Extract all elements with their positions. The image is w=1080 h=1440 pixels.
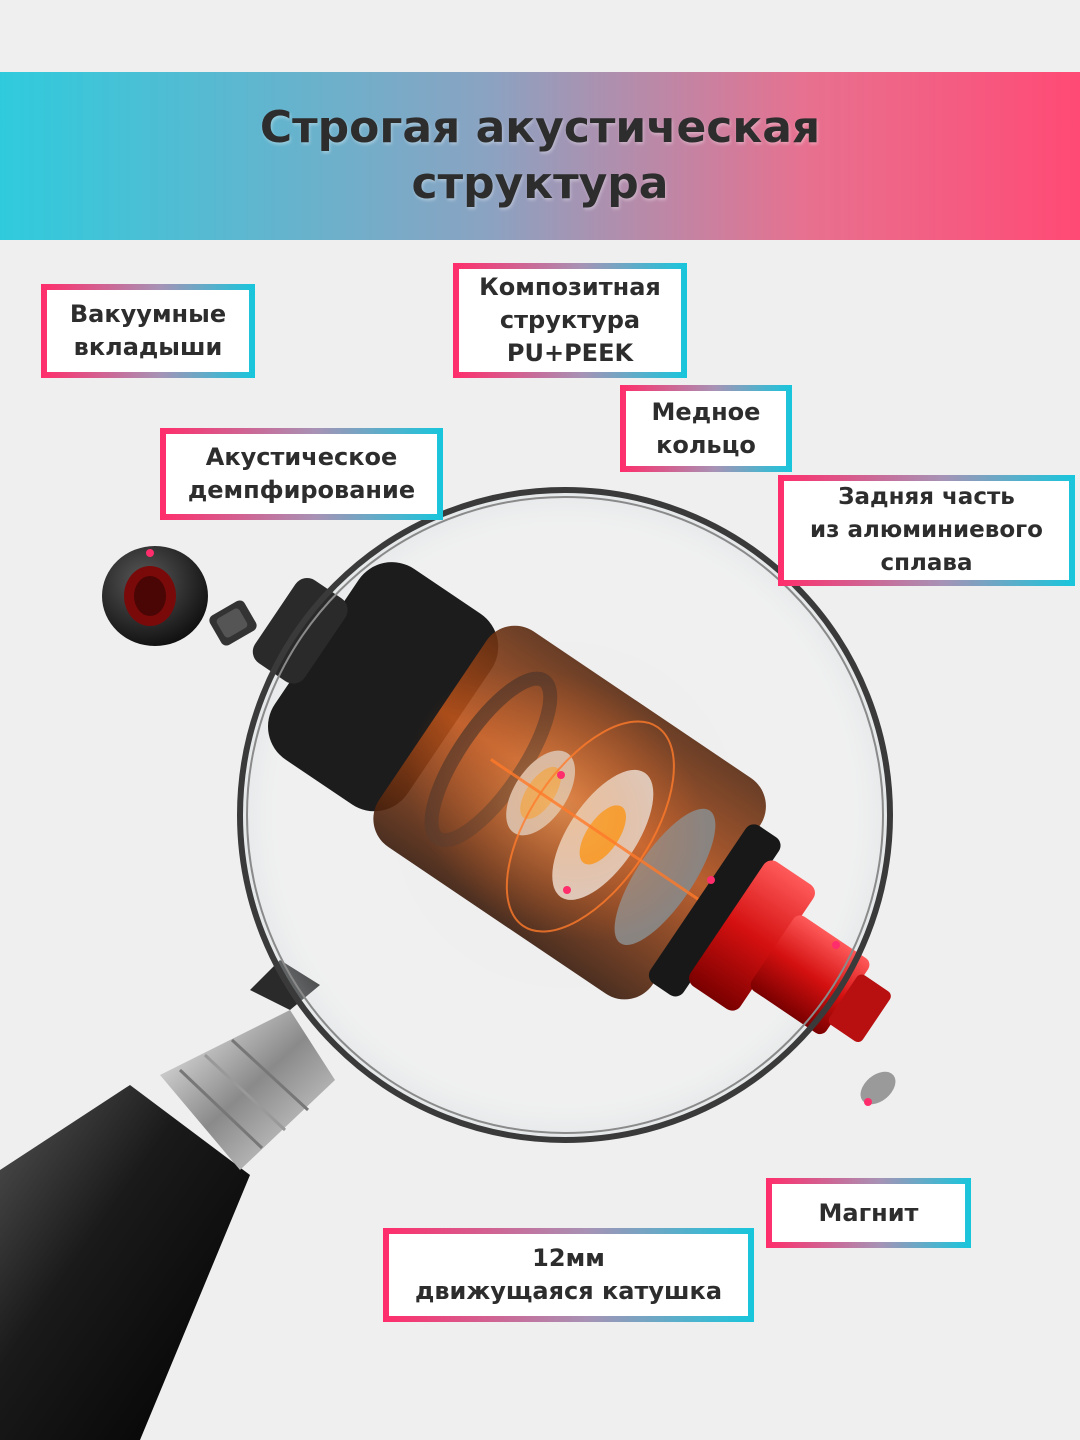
label-acoustic-damping-line2: демпфирование [187, 476, 416, 504]
label-moving-coil-line2: движущаяся катушка [414, 1277, 723, 1305]
label-magnet-line1: Магнит [818, 1198, 919, 1227]
page-title: Строгая акустическая структура [260, 100, 820, 212]
header-banner: Строгая акустическая структура [0, 72, 1080, 240]
label-acoustic-damping-line1: Акустическое [205, 443, 398, 471]
label-aluminum-back-line1: Задняя часть [838, 484, 1015, 510]
label-copper-ring-line1: Медное [651, 397, 761, 426]
ear-tip-icon [102, 546, 208, 646]
label-composite-line2: структура [499, 306, 641, 334]
label-magnet: Магнит [766, 1178, 971, 1248]
label-moving-coil-line1: 12мм [532, 1244, 605, 1272]
earphone-icon [252, 562, 891, 1042]
page-title-line2: структура [411, 158, 669, 209]
label-vacuum-tips-line1: Вакуумные [69, 300, 227, 328]
label-copper-ring-line2: кольцо [656, 430, 756, 459]
label-aluminum-back: Задняя часть из алюминиевого сплава [778, 475, 1075, 586]
label-composite-structure: Композитная структура PU+PEEK [453, 263, 687, 378]
magnifier-rim [237, 487, 893, 1143]
leader-lines [148, 378, 870, 1228]
label-vacuum-tips: Вакуумные вкладыши [41, 284, 255, 378]
label-acoustic-damping: Акустическое демпфирование [160, 428, 443, 520]
damping-nozzle-icon [209, 600, 257, 646]
label-copper-ring: Медное кольцо [620, 385, 792, 472]
label-moving-coil: 12мм движущаяся катушка [383, 1228, 754, 1322]
label-aluminum-back-line3: сплава [880, 550, 973, 576]
magnifier-handle [0, 960, 335, 1440]
label-vacuum-tips-line2: вкладыши [73, 333, 223, 361]
magnet-disc-icon [860, 1071, 896, 1105]
leader-dots [146, 549, 872, 1106]
label-aluminum-back-line2: из алюминиевого [810, 517, 1043, 543]
label-composite-line3: PU+PEEK [506, 339, 634, 367]
page-title-line1: Строгая акустическая [259, 102, 821, 153]
label-composite-line1: Композитная [479, 273, 661, 301]
